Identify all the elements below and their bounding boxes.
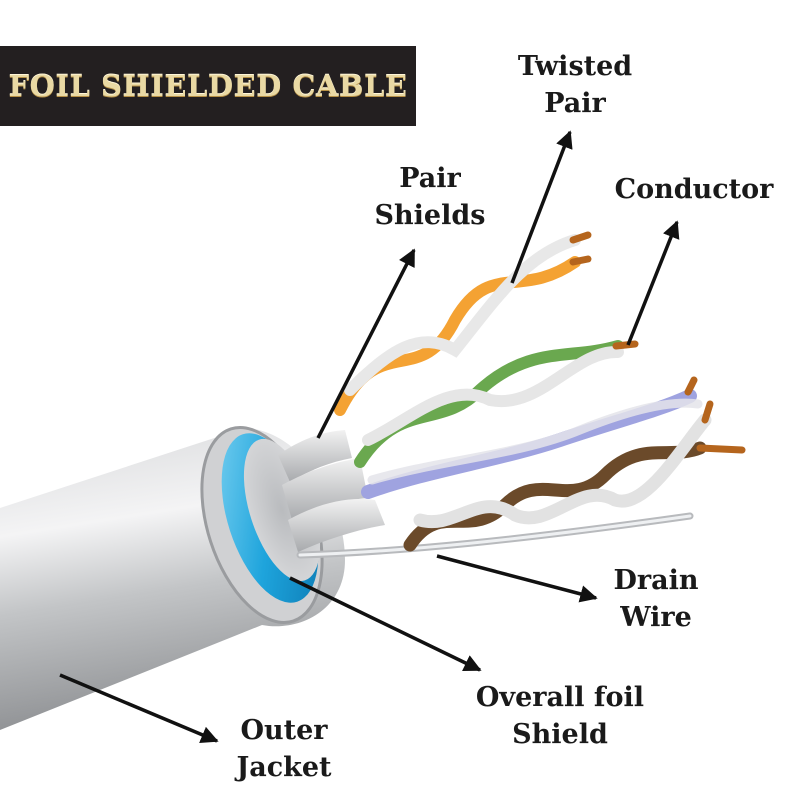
label-pair-shields: Pair Shields	[374, 163, 486, 231]
pair-shield-top	[278, 430, 352, 482]
title-banner	[0, 46, 416, 126]
label-overall-foil-shield: Overall foil Shield	[475, 682, 645, 750]
brown-white-wire	[413, 413, 712, 529]
orange-white-wire	[344, 234, 581, 396]
arrow-conductor	[626, 220, 680, 346]
copper-tip	[569, 255, 592, 266]
pair-shield-low	[288, 499, 385, 552]
copper-tip	[701, 400, 714, 424]
blue-white-wire	[367, 398, 703, 485]
label-outer-jacket: Outer Jacket	[236, 715, 332, 783]
arrow-pair-shields	[316, 248, 416, 439]
label-drain-wire: Drain Wire	[613, 565, 699, 633]
copper-tip	[696, 444, 746, 454]
arrow-overall-foil	[289, 576, 482, 672]
arrow-twisted-pair	[510, 130, 573, 284]
label-conductor: Conductor	[614, 174, 774, 205]
copper-tip	[612, 340, 639, 350]
green-white-wire	[362, 346, 624, 446]
arrow-drain-wire	[436, 554, 598, 603]
pair-shield-mid	[282, 458, 368, 520]
copper-tip	[684, 376, 698, 396]
label-twisted-pair: Twisted Pair	[517, 51, 633, 119]
copper-tip	[569, 231, 592, 244]
arrow-outer-jacket	[59, 673, 219, 743]
diagram-title: FOIL SHIELDED CABLE	[8, 69, 408, 103]
